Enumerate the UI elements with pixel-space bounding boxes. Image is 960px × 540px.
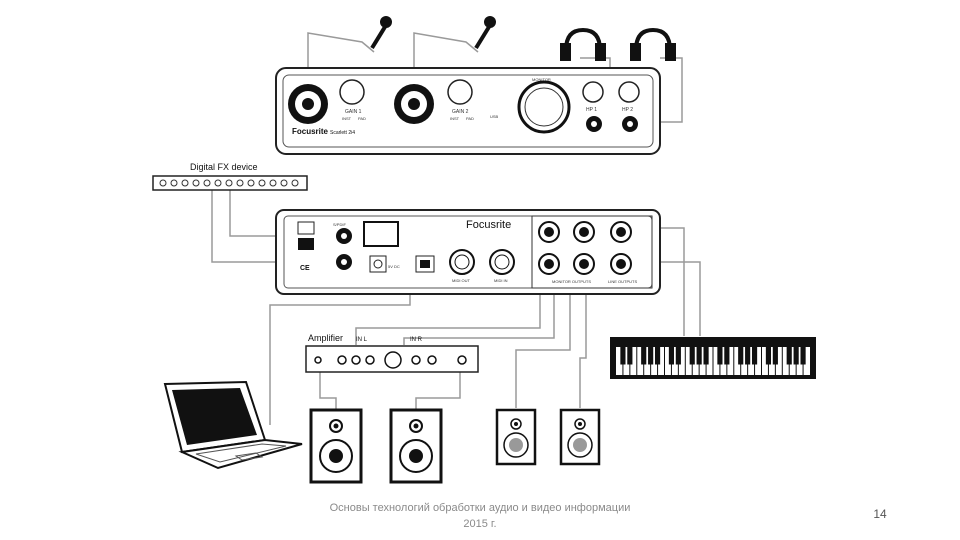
digital-fx-device: Digital FX device [152,162,308,191]
front-brand: Focusrite [292,127,329,136]
amplifier: Amplifier IN L IN R [305,333,479,373]
black-key [793,346,799,365]
hp-1-knob [582,81,604,103]
fx-device-knobs [159,179,299,187]
black-key [786,346,792,365]
usb-label: USB [490,114,499,119]
hp-2-knob [618,81,640,103]
svg-text:CE: CE [300,265,310,272]
amp-controls [314,351,467,369]
footer: Основы технологий обработки аудио и виде… [300,500,660,532]
page-number: 14 [873,507,887,521]
black-key [724,346,730,365]
interface-rear-panel: CE S/PDIF 5V DC Focusrite MIDI OUT MIDI … [275,209,661,295]
passive-speaker-left-icon [309,408,363,484]
amp-in-l-label: IN L [356,337,368,343]
black-key [627,346,633,365]
amp-in-r-label: IN R [410,337,423,343]
black-key [668,346,675,365]
black-key [717,346,723,365]
black-key [620,346,626,365]
microphone-2-icon [474,16,496,50]
midi-in-port [489,249,515,275]
midi-out-label: MIDI OUT [452,278,471,283]
monitor-label: MONITOR [532,77,551,82]
black-key [696,346,702,365]
black-key [689,346,695,365]
black-key [641,346,647,365]
midi-in-label: MIDI IN [494,278,508,283]
midi-keyboard-icon [610,337,816,379]
passive-speaker-right-icon [389,408,443,484]
line-outputs-label: LINE OUTPUTS [608,279,637,284]
black-key [648,346,654,365]
black-key [751,346,758,365]
fx-device-label: Digital FX device [190,162,258,172]
power-socket [369,255,387,273]
power-label: 5V DC [388,264,400,269]
headphones-1-icon [560,27,606,61]
active-monitor-left-icon [495,408,537,466]
headphones-2-icon [630,27,676,61]
monitor-knob [517,80,571,134]
black-key [675,346,681,365]
combo-input-2 [394,84,434,124]
output-jacks [538,221,632,275]
spdif-label: S/PDIF [333,222,346,227]
interface-front-panel: GAIN 1 INST PAD GAIN 2 INST PAD Focusrit… [275,67,661,155]
hp-2-label: HP 2 [622,107,633,113]
black-key [703,346,709,365]
hp-1-label: HP 1 [586,107,597,113]
laptop-icon [163,380,303,470]
gain-2-knob [447,79,473,105]
gain-2-label: GAIN 2 [452,109,469,115]
inst-1-label: INST [342,116,352,121]
front-model: Scarlett 2i4 [330,130,355,136]
inst-2-label: INST [450,116,460,121]
monitor-outputs-label: MONITOR OUTPUTS [552,279,591,284]
black-key [765,346,772,365]
microphone-1-icon [370,16,392,50]
kensington-icon [298,238,314,250]
rear-brand: Focusrite [466,219,511,231]
combo-input-1 [288,84,328,124]
pad-1-label: PAD [358,116,366,121]
pad-2-label: PAD [466,116,474,121]
black-key [772,346,778,365]
black-key [654,346,661,365]
footer-line-2: 2015 г. [463,518,497,530]
black-key [745,346,751,365]
black-key [738,346,744,365]
black-key [800,346,806,365]
gain-1-label: GAIN 1 [345,109,362,115]
amplifier-label: Amplifier [308,333,343,343]
midi-out-port [449,249,475,275]
active-monitor-right-icon [559,408,601,466]
footer-line-1: Основы технологий обработки аудио и виде… [329,502,631,514]
gain-1-knob [339,79,365,105]
